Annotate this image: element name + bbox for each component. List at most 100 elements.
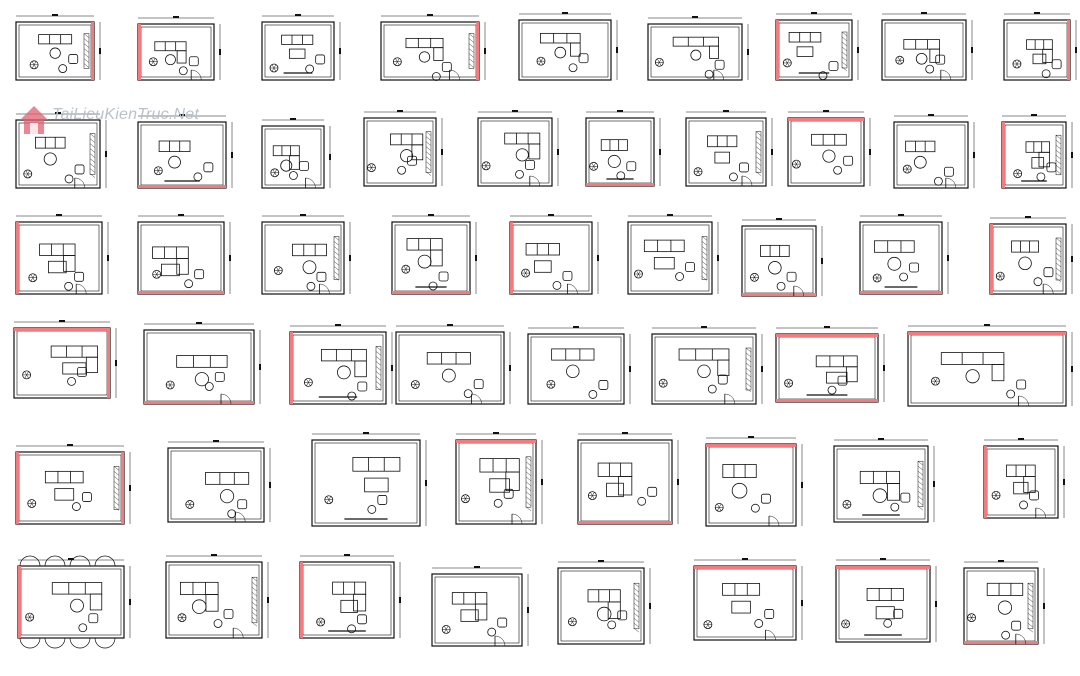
window-hatch (755, 136, 762, 141)
dimension-tag (984, 324, 990, 326)
door-swing (765, 629, 776, 641)
window-hatch (468, 63, 475, 68)
window-hatch (701, 271, 708, 276)
armchair (74, 271, 85, 282)
side-table (306, 281, 316, 291)
window-hatch (633, 583, 640, 588)
sofa-chaise (354, 360, 367, 378)
plant-leaf (179, 617, 183, 622)
coffee-table (607, 154, 621, 168)
inner-wall (688, 120, 764, 184)
side-table (367, 505, 377, 514)
plant-leaf (752, 277, 755, 281)
window-hatch (917, 471, 924, 476)
coffee-table (1031, 157, 1045, 169)
floor-plan-thumbnail (884, 112, 978, 198)
sofa (44, 470, 84, 484)
armchair (357, 614, 367, 625)
window-hatch (425, 171, 432, 176)
dimension-tag (211, 554, 217, 556)
coffee-table (515, 148, 529, 162)
outer-wall (627, 221, 713, 295)
door-swing (1018, 395, 1029, 407)
plant-leaf (405, 265, 409, 270)
plant-leaf (169, 381, 173, 386)
plant-leaf (167, 381, 171, 386)
plant-leaf (548, 384, 552, 388)
accent-wall (138, 24, 141, 80)
dimension-tag (824, 326, 830, 328)
sofa (760, 244, 790, 257)
floor-plan-thumbnail (134, 320, 264, 414)
dimension-tag (811, 12, 817, 14)
dimension-tag (557, 149, 559, 155)
plant-leaf (787, 59, 790, 64)
plan-drawing (311, 432, 427, 527)
floor-plan-thumbnail (824, 436, 938, 532)
sofa-chaise (845, 366, 858, 383)
plant-leaf (31, 499, 34, 504)
side-table (1041, 69, 1051, 79)
side-table (78, 623, 88, 633)
side-table (818, 71, 828, 80)
accent-wall (138, 291, 224, 294)
plan-drawing (261, 14, 341, 81)
plant-leaf (845, 623, 848, 628)
side-table (883, 618, 893, 628)
floor-plan-thumbnail (302, 430, 430, 536)
window-hatch (333, 256, 340, 261)
armchair (497, 617, 508, 628)
sofa (352, 457, 401, 472)
plant-leaf (935, 377, 938, 382)
sofa (788, 32, 822, 43)
plant-leaf (794, 163, 797, 168)
window-strip (425, 131, 432, 173)
accent-wall (860, 291, 942, 294)
window-hatch (333, 276, 340, 281)
plant-leaf (550, 380, 554, 385)
outer-wall (165, 561, 263, 639)
dimension-tag (344, 554, 350, 556)
window-hatch (251, 607, 258, 612)
armchair (82, 492, 92, 502)
plant-leaf (899, 56, 902, 61)
outer-wall (527, 333, 625, 405)
dimension-tag (52, 14, 58, 16)
accent-wall (14, 328, 110, 331)
armchair (74, 164, 85, 175)
window-hatch (113, 486, 120, 491)
door-swing (1043, 283, 1054, 295)
door-swing (1035, 507, 1047, 519)
floor-plan-thumbnail (992, 112, 1076, 198)
plan-drawing (167, 440, 271, 523)
coffee-table (364, 477, 389, 493)
plant-leaf (935, 381, 938, 385)
window-hatch (745, 387, 752, 393)
plant-leaf (156, 167, 159, 171)
window-hatch (1027, 593, 1034, 598)
plant-leaf (657, 58, 660, 63)
dimension-tag (562, 12, 568, 14)
plant-leaf (998, 275, 1001, 280)
coffee-table (161, 263, 180, 277)
side-table (925, 64, 935, 74)
window-hatch (251, 587, 258, 592)
plant-leaf (794, 160, 797, 165)
plant-leaf (570, 621, 573, 626)
window-hatch (89, 148, 96, 153)
window-hatch (251, 577, 258, 582)
accent-wall (788, 118, 864, 121)
armchair (88, 613, 99, 624)
accent-wall (1067, 20, 1070, 80)
dimension-tag (300, 214, 306, 216)
plant-leaf (328, 496, 332, 500)
dimension-tag (1043, 603, 1045, 609)
dimension-tag (1025, 216, 1031, 218)
window-hatch (113, 491, 120, 496)
window-hatch (333, 266, 340, 271)
window-hatch (83, 33, 90, 38)
window-hatch (1055, 155, 1062, 160)
dimension-tag (474, 566, 480, 568)
plant-leaf (26, 374, 29, 379)
armchair (299, 161, 309, 171)
